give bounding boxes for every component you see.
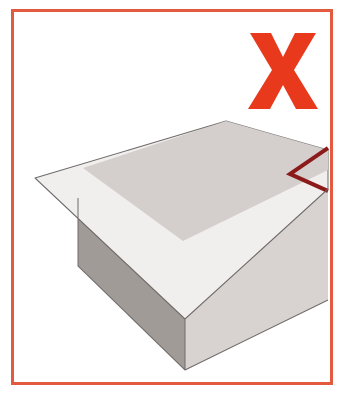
x-mark-icon [248,33,318,109]
